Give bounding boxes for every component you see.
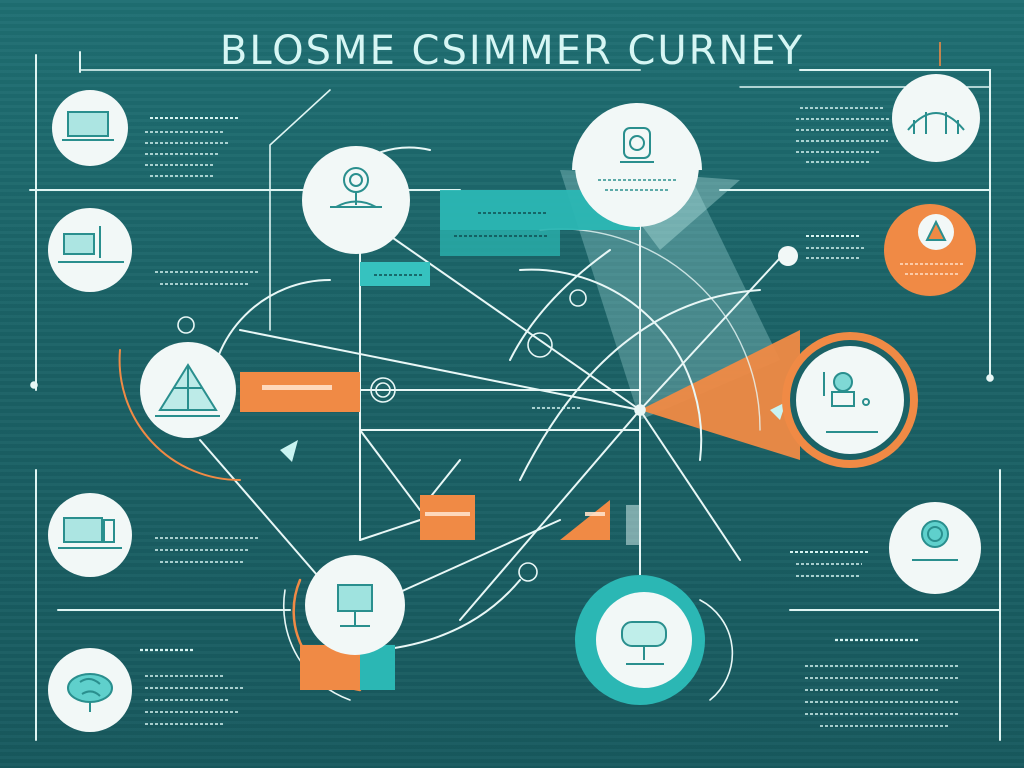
node-pyramid — [140, 342, 236, 438]
node-target — [302, 146, 410, 254]
node-brain — [48, 648, 132, 732]
node-badge — [889, 502, 981, 594]
monitor-icon — [58, 226, 124, 263]
node-figure — [782, 332, 918, 468]
triangle-icon — [925, 219, 947, 241]
spin-icon — [337, 584, 373, 627]
small-markers — [30, 42, 994, 582]
laptop-icon — [62, 111, 114, 141]
node-monitor — [48, 208, 132, 292]
node-package — [572, 103, 702, 227]
node-spin — [305, 555, 405, 655]
diagram-title: BLOSME CSIMMER CURNEY — [219, 28, 805, 74]
node-triangle — [884, 204, 976, 296]
screen-icon — [58, 517, 122, 549]
brain-icon — [67, 673, 113, 712]
tags — [240, 190, 640, 690]
badge-icon — [912, 520, 958, 561]
building-icon — [907, 112, 965, 134]
node-building — [892, 74, 980, 162]
cloud-icon — [621, 621, 667, 665]
node-cloud — [575, 575, 705, 705]
target-icon — [330, 167, 382, 208]
package-icon — [620, 127, 654, 163]
pyramid-icon — [155, 363, 220, 417]
figure-icon — [823, 372, 878, 433]
scribble-blocks — [140, 107, 965, 727]
node-screen — [48, 493, 132, 577]
node-laptop — [52, 90, 128, 166]
connector-lines — [199, 214, 781, 651]
